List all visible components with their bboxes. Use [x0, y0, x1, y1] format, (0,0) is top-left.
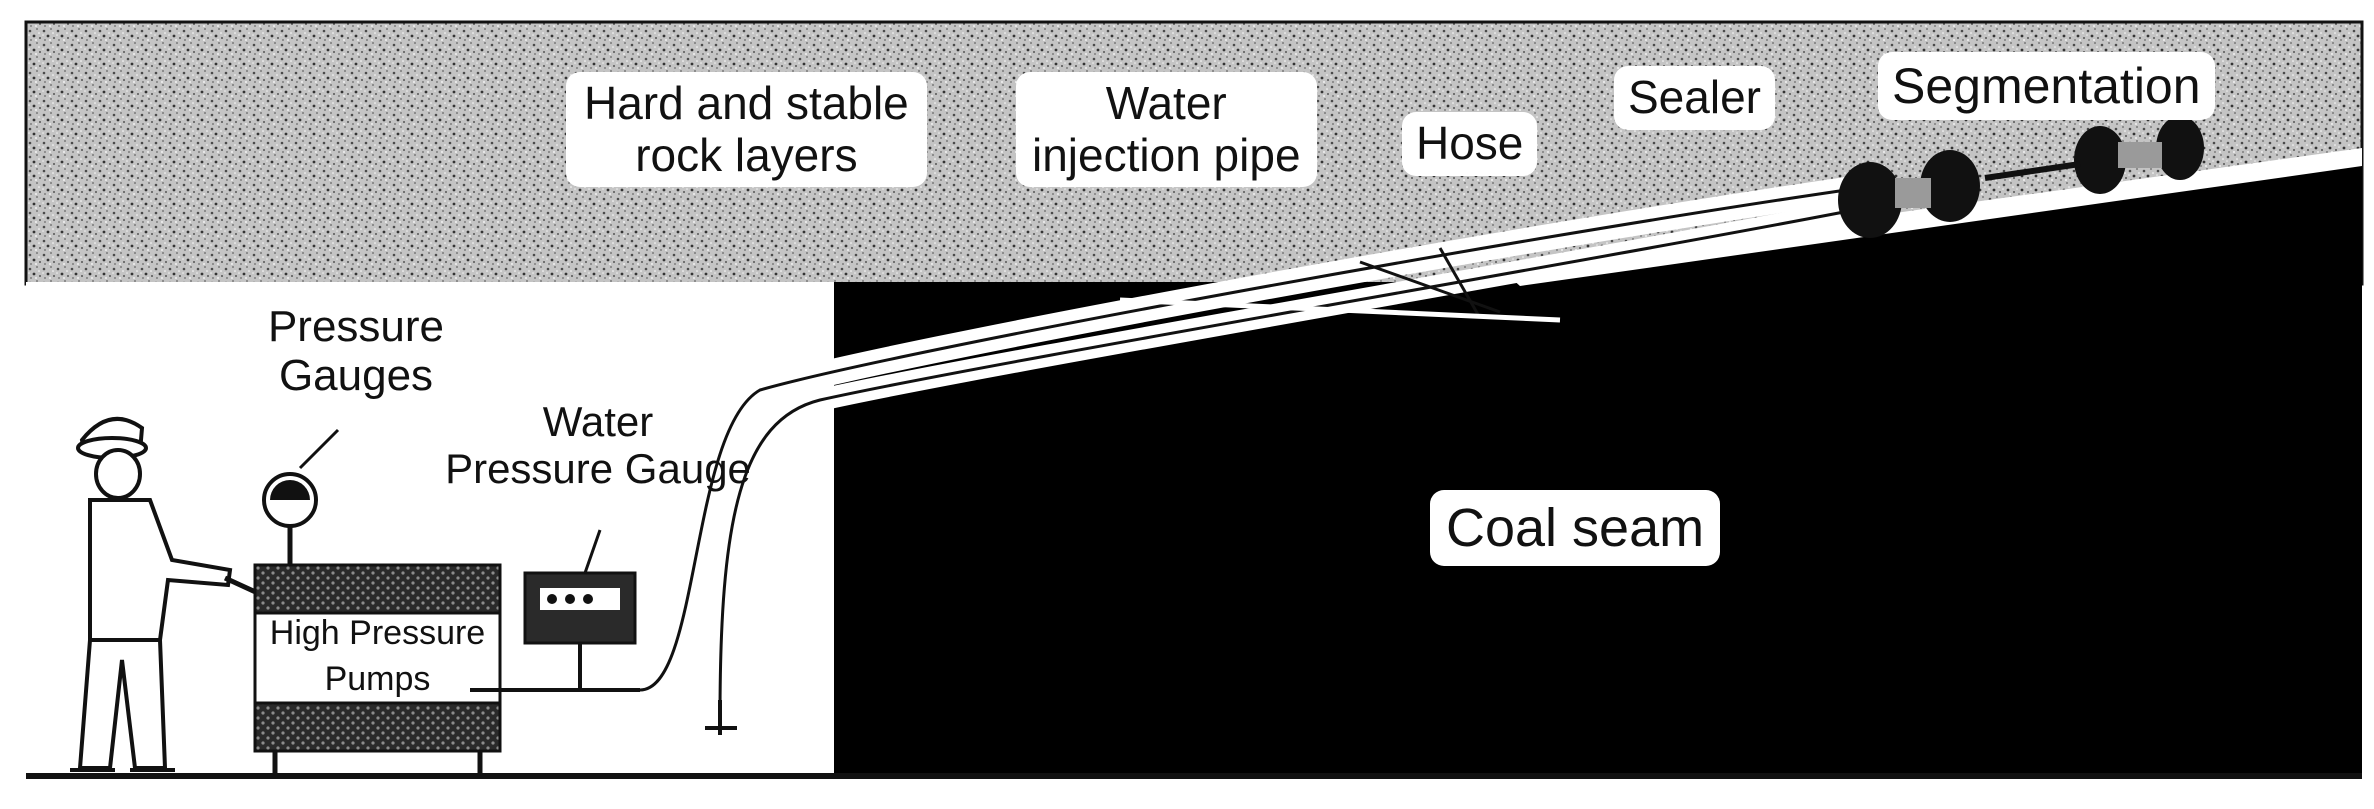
segmentation-icon — [1984, 116, 2204, 194]
high-pressure-pump-icon — [253, 563, 502, 775]
coal-seam-label-text: Coal seam — [1446, 498, 1705, 558]
hose-label: Hose — [1402, 112, 1538, 176]
pressure-gauges-label: Pressure Gauges — [236, 302, 476, 401]
water-injection-pipe-label: Water injection pipe — [1016, 72, 1317, 188]
hose-label-text: Hose — [1416, 117, 1524, 169]
water-pressure-gauge-line-2: Pressure Gauge — [445, 445, 751, 493]
injection-label-line-1: Water — [1105, 77, 1227, 129]
borehole — [1500, 148, 2362, 286]
water-pressure-gauge-label: Water Pressure Gauge — [398, 398, 798, 492]
pressure-gauges-line-1: Pressure — [267, 302, 445, 351]
sealer-icon — [1838, 150, 1980, 238]
rock-label-line-2: rock layers — [635, 128, 858, 181]
water-pressure-gauge-icon — [523, 571, 637, 690]
rock-label-line-1: Hard and stable — [584, 77, 909, 129]
pumps-label-line-2: Pumps — [324, 660, 431, 699]
rock-layers-label: Hard and stable rock layers — [566, 72, 927, 188]
pumps-label-line-1: High Pressure — [269, 614, 486, 652]
injection-label-line-2: injection pipe — [1032, 128, 1301, 181]
water-pressure-gauge-line-1: Water — [542, 398, 654, 445]
high-pressure-pumps-label: High Pressure Pumps — [240, 614, 515, 698]
sealer-label-text: Sealer — [1628, 71, 1761, 123]
worker-icon — [70, 417, 233, 772]
pressure-gauges-line-2: Gauges — [278, 351, 434, 401]
coal-seam-label: Coal seam — [1430, 490, 1721, 567]
segmentation-label-text: Segmentation — [1892, 58, 2201, 114]
sealer-label: Sealer — [1614, 66, 1775, 130]
pressure-gauge-icon — [262, 472, 318, 565]
segmentation-label: Segmentation — [1878, 52, 2215, 120]
